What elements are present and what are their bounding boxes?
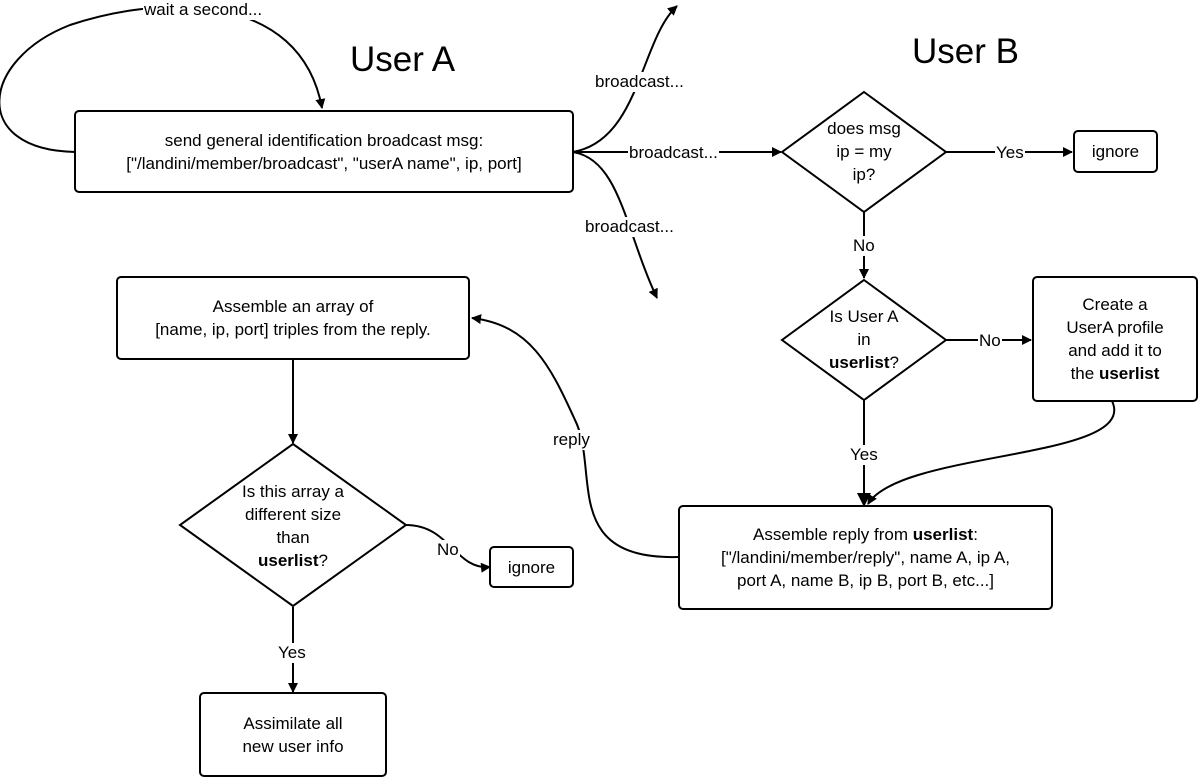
assemble-reply-prefix: Assemble reply from: [753, 525, 913, 544]
user-b-title: User B: [912, 32, 1019, 71]
assemble-reply-suffix: :: [973, 525, 978, 544]
size-decision-line-2: different size: [244, 505, 342, 524]
create-profile-line-1: Create a: [1082, 295, 1148, 314]
profile-to-reply-edge: [867, 400, 1116, 505]
ip-decision-text: does msg ip = my ip?: [804, 117, 924, 186]
size-decision-line-1: Is this array a: [241, 482, 345, 501]
userlist-decision-line-1: Is User A: [829, 307, 899, 326]
assemble-reply-line-1: Assemble reply from userlist:: [753, 523, 978, 546]
ignore-bottom-label: ignore: [507, 557, 556, 577]
broadcast-mid-label: broadcast...: [628, 143, 719, 163]
broadcast-down-edge: [572, 151, 658, 299]
create-profile-line-2: UserA profile: [1066, 318, 1164, 337]
create-profile-prefix: the: [1070, 364, 1099, 383]
assimilate-node: Assimilate all new user info: [199, 692, 387, 777]
ignore-top-node: ignore: [1073, 130, 1158, 173]
assimilate-line-1: Assimilate all: [243, 713, 343, 733]
create-profile-line-3: and add it to: [1068, 341, 1162, 360]
loop-edge: [0, 5, 326, 153]
assemble-reply-node: Assemble reply from userlist: ["/landini…: [678, 505, 1053, 610]
size-decision-line-3: than: [276, 528, 310, 547]
user-a-title: User A: [350, 40, 456, 79]
userlist-decision-shape: [780, 278, 948, 402]
assemble-array-line-1: Assemble an array of: [212, 297, 374, 316]
broadcast-down-label: broadcast...: [584, 217, 675, 237]
reply-label: reply: [552, 430, 591, 450]
ip-decision-line-2: ip = my: [836, 142, 892, 161]
size-decision-bold: userlist: [258, 551, 319, 570]
reply-edge: [471, 314, 679, 559]
broadcast-node: send general identification broadcast ms…: [74, 110, 574, 193]
assemble-reply-line-3: port A, name B, ip B, port B, etc...]: [736, 571, 994, 590]
userlist-decision-text: Is User A in userlist?: [804, 305, 924, 374]
ip-yes-label: Yes: [995, 143, 1025, 163]
ignore-top-label: ignore: [1091, 142, 1140, 161]
ip-decision-line-3: ip?: [852, 165, 876, 184]
create-profile-line-4: the userlist: [1071, 362, 1160, 385]
userlist-decision-qmark: ?: [889, 353, 899, 372]
broadcast-line-1: send general identification broadcast ms…: [164, 130, 484, 150]
create-profile-bold: userlist: [1098, 364, 1160, 383]
assemble-reply-line-2: ["/landini/member/reply", name A, ip A,: [721, 548, 1010, 567]
userlist-decision-line-3: userlist?: [829, 351, 899, 374]
size-decision-qmark: ?: [318, 551, 328, 570]
ip-no-label: No: [852, 236, 876, 256]
assemble-reply-bold: userlist: [912, 525, 974, 544]
ignore-bottom-node: ignore: [489, 546, 574, 588]
size-decision-line-4: userlist?: [258, 549, 328, 572]
assemble-array-line-2: [name, ip, port] triples from the reply.: [155, 320, 431, 339]
userlist-no-label: No: [978, 331, 1002, 351]
size-decision-text: Is this array a different size than user…: [213, 480, 373, 572]
ip-decision-shape: [780, 90, 948, 214]
size-no-label: No: [436, 540, 460, 560]
size-yes-label: Yes: [277, 643, 307, 663]
assemble-array-node: Assemble an array of [name, ip, port] tr…: [116, 276, 470, 360]
loop-label: wait a second...: [143, 0, 264, 20]
userlist-decision-line-2: in: [857, 330, 871, 349]
broadcast-line-2: ["/landini/member/broadcast", "userA nam…: [126, 153, 522, 173]
size-decision-shape: [178, 442, 408, 608]
ip-decision-line-1: does msg: [827, 119, 901, 138]
assimilate-line-2: new user info: [242, 736, 344, 756]
userlist-decision-bold: userlist: [829, 353, 890, 372]
create-profile-node: Create a UserA profile and add it to the…: [1032, 276, 1198, 402]
broadcast-up-label: broadcast...: [594, 72, 685, 92]
userlist-yes-label: Yes: [849, 445, 879, 465]
